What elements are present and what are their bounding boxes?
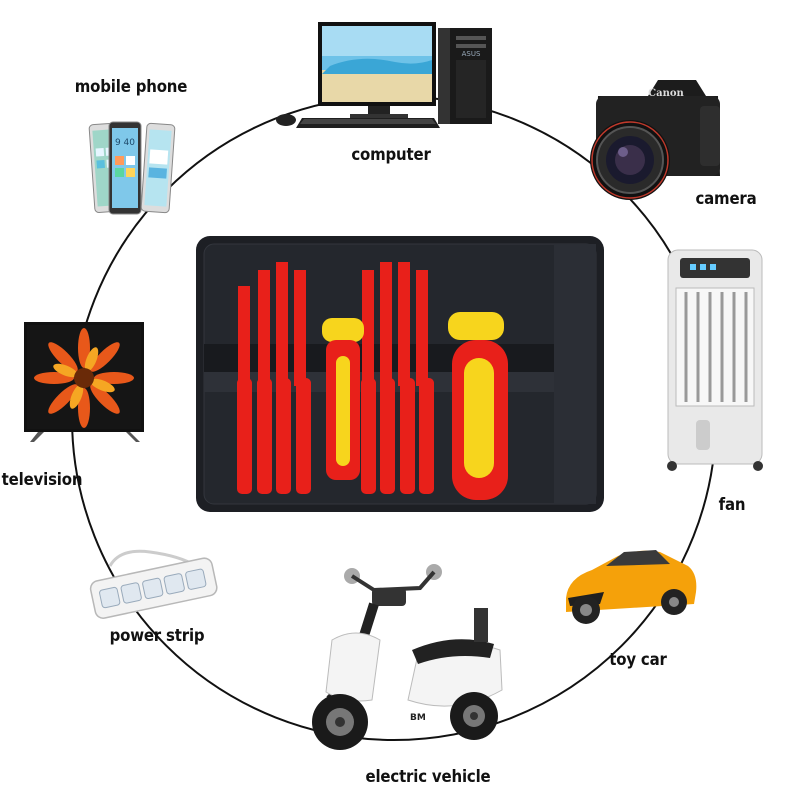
screwdriver-kit-icon [196,236,604,512]
scooter-badge: BM [410,713,426,723]
power-strip-icon [89,549,218,619]
camera-brand: Canon [648,88,684,99]
label-television: television [1,470,83,490]
computer-brand: ASUS [462,50,481,58]
label-camera: camera [695,189,757,209]
phone-clock: 9 40 [115,138,135,148]
television-icon [24,322,144,442]
label-computer: computer [351,145,431,165]
label-power-strip: power strip [109,626,205,646]
smartphones-icon: 9 40 [88,121,176,215]
electric-scooter-icon: BM [312,564,503,750]
desktop-computer-icon: ASUS [276,22,492,128]
label-mobile-phone: mobile phone [74,77,188,97]
label-fan: fan [718,495,746,515]
air-cooler-fan-icon [667,249,763,471]
dslr-camera-icon: Canon [590,80,720,200]
label-toy-car: toy car [609,650,667,670]
label-electric-vehicle: electric vehicle [365,767,491,787]
toy-car-icon [566,550,697,624]
